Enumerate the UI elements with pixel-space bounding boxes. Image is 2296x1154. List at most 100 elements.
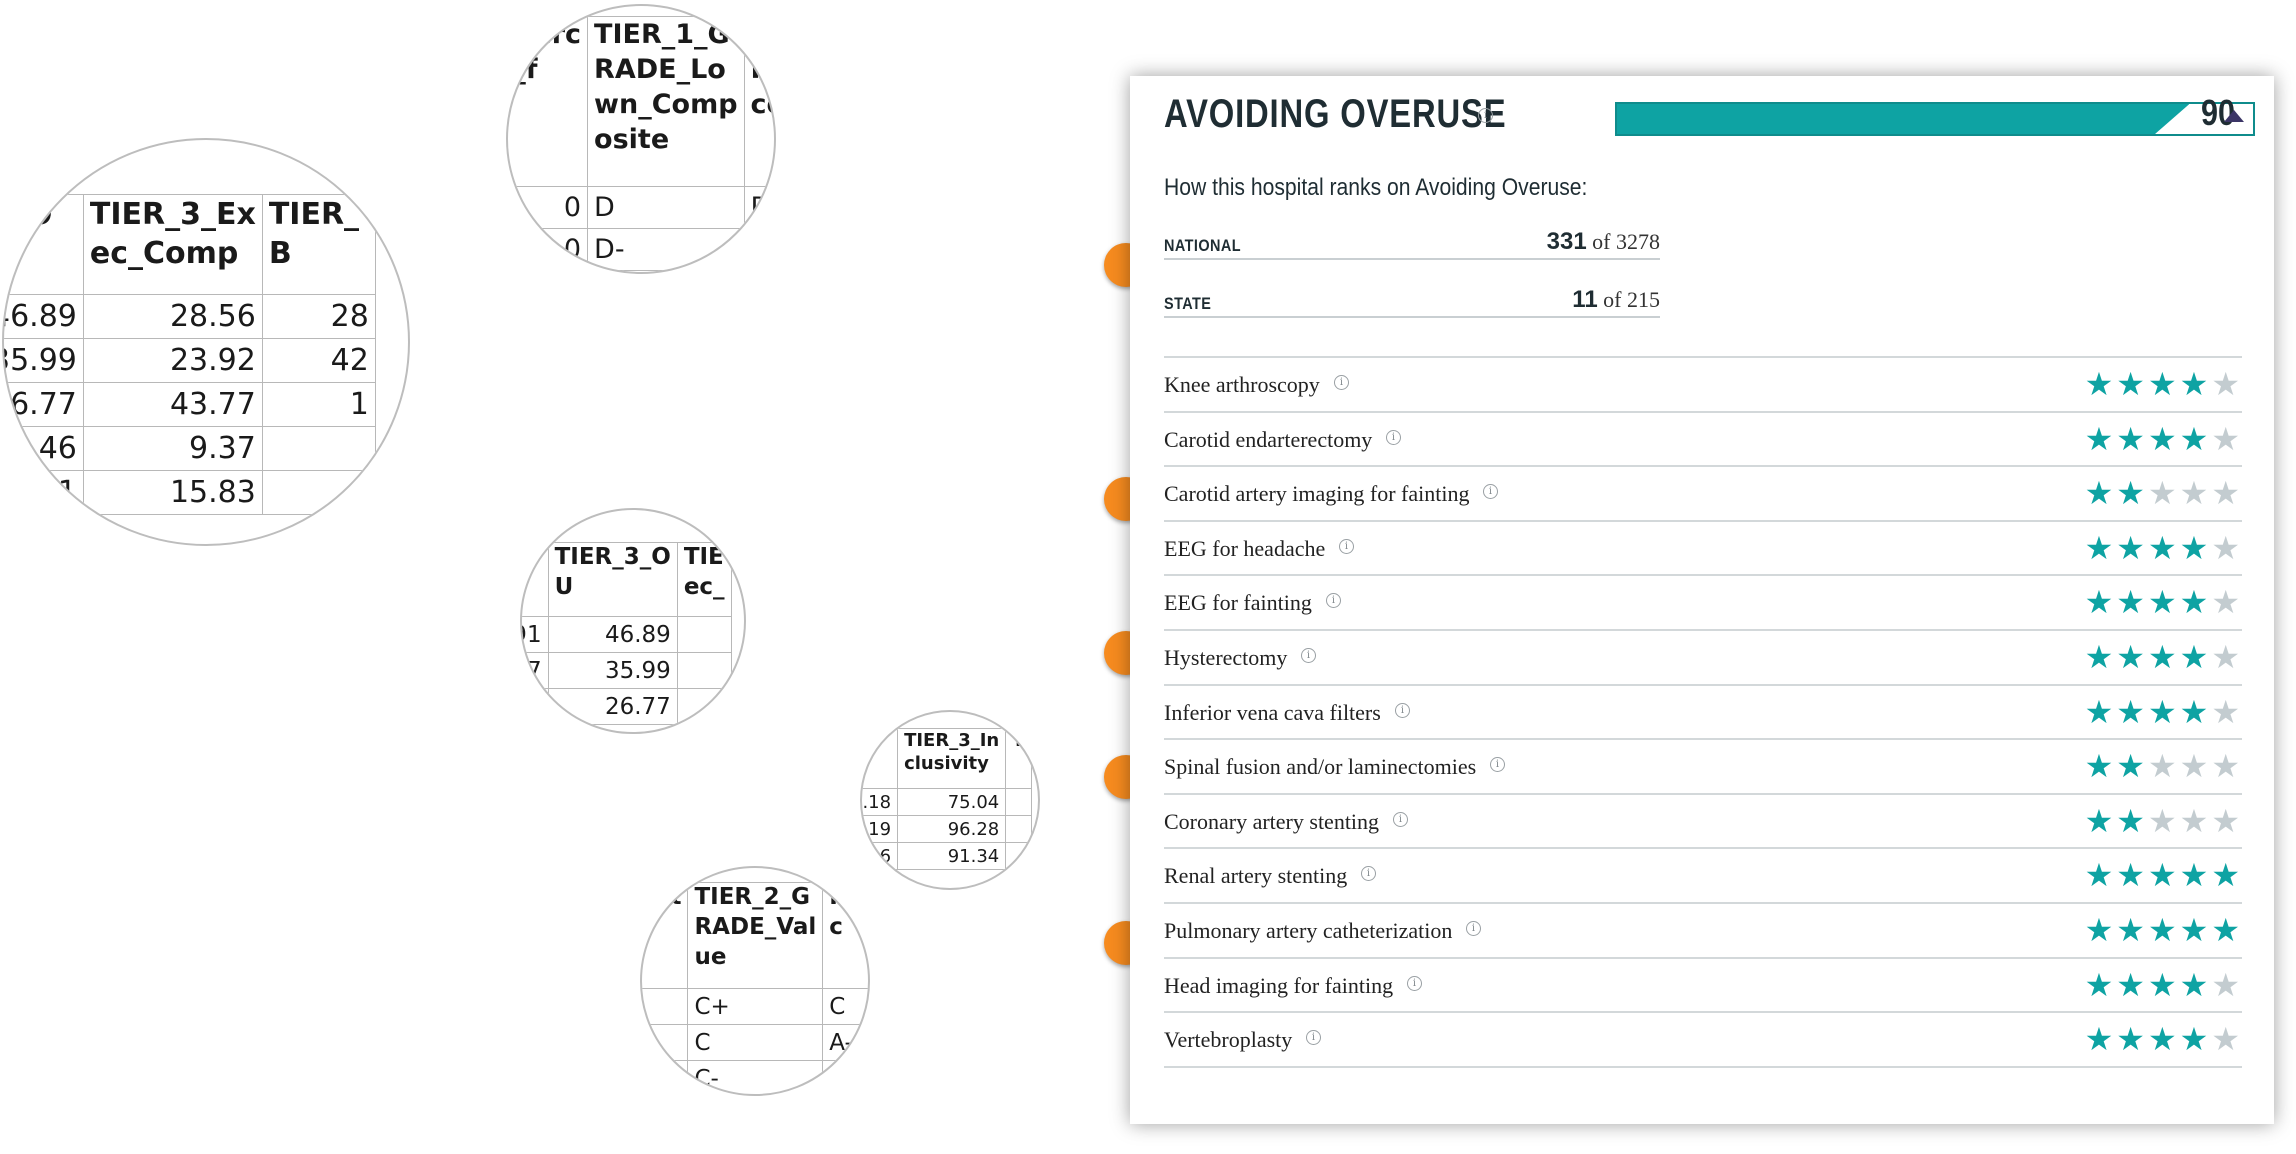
spreadsheet-snippet: _chrc l_f TIER_1_G RADE_Lo wn_Comp osite… bbox=[508, 16, 774, 271]
table-cell: D bbox=[587, 186, 745, 229]
measure-name: EEG for fainting bbox=[1164, 590, 1312, 616]
measure-name: Coronary artery stenting bbox=[1164, 808, 1380, 834]
national-rank-value: 331 of 3278 bbox=[1546, 228, 1660, 255]
table-row: C- bbox=[642, 1060, 868, 1094]
table-cell: 75.04 bbox=[897, 788, 1007, 816]
info-icon[interactable]: i bbox=[1490, 757, 1505, 773]
magnifier-spreadsheet-4: _C TIER_3_In clusivity T 8.1875.04.1996.… bbox=[860, 710, 1040, 890]
info-icon[interactable]: i bbox=[1306, 1030, 1321, 1046]
table-cell: C+ bbox=[687, 988, 824, 1025]
column-header: TIER_2_G RADE_Val ue bbox=[687, 882, 824, 989]
star-filled-icon: ★ bbox=[2084, 965, 2114, 1004]
star-rating: ★★★★★ bbox=[2082, 750, 2240, 782]
table-cell: 42 bbox=[261, 338, 376, 383]
star-rating: ★★★★★ bbox=[2082, 859, 2240, 891]
column-header: Dut bbox=[642, 882, 689, 989]
star-filled-icon: ★ bbox=[2116, 365, 2145, 403]
star-filled-icon: ★ bbox=[2116, 583, 2145, 622]
info-icon[interactable]: i bbox=[1301, 647, 1316, 663]
info-icon[interactable]: i bbox=[1407, 975, 1422, 991]
star-empty-icon: ★ bbox=[2179, 801, 2209, 840]
spreadsheet-snippet: _C TIER_3_In clusivity T 8.1875.04.1996.… bbox=[862, 728, 1032, 870]
national-label: NATIONAL bbox=[1164, 236, 1241, 255]
column-header: TIE ec_ bbox=[676, 542, 732, 617]
info-icon[interactable]: i bbox=[1483, 484, 1498, 500]
info-icon[interactable]: i bbox=[1393, 811, 1408, 827]
star-filled-icon: ★ bbox=[2211, 910, 2240, 949]
star-filled-icon: ★ bbox=[2116, 637, 2145, 676]
star-filled-icon: ★ bbox=[2116, 692, 2145, 731]
column-header: TIER_ B bbox=[261, 194, 376, 295]
star-filled-icon: ★ bbox=[2116, 747, 2145, 786]
star-empty-icon: ★ bbox=[2211, 474, 2240, 513]
ranking-subheading: How this hospital ranks on Avoiding Over… bbox=[1164, 174, 1588, 201]
table-row: C+C bbox=[642, 988, 868, 1025]
star-filled-icon: ★ bbox=[2084, 583, 2114, 622]
star-filled-icon: ★ bbox=[2084, 637, 2114, 676]
table-cell: 46.89 bbox=[547, 616, 678, 653]
table-row: .9146.89 bbox=[522, 616, 732, 653]
info-icon[interactable]: i bbox=[1386, 429, 1401, 445]
star-filled-icon: ★ bbox=[2084, 1020, 2114, 1059]
measure-row: Coronary artery stenting i ★★★★★ bbox=[1164, 795, 2242, 850]
star-filled-icon: ★ bbox=[2179, 856, 2209, 895]
star-filled-icon: ★ bbox=[2179, 419, 2209, 458]
table-cell bbox=[822, 1060, 868, 1094]
star-rating: ★★★★★ bbox=[2082, 805, 2240, 837]
table-cell: 35.99 bbox=[547, 652, 678, 689]
measure-name: Carotid endarterectomy bbox=[1164, 426, 1373, 452]
star-filled-icon: ★ bbox=[2084, 365, 2114, 403]
star-filled-icon: ★ bbox=[2116, 910, 2145, 949]
star-filled-icon: ★ bbox=[2084, 528, 2114, 567]
star-filled-icon: ★ bbox=[2116, 801, 2145, 840]
table-cell bbox=[261, 426, 376, 471]
column-header: _C bbox=[862, 728, 899, 789]
column-header: TIER_1_G RADE_Lo wn_Comp osite bbox=[587, 16, 745, 187]
info-icon[interactable]: i bbox=[1478, 108, 1493, 123]
state-label: STATE bbox=[1164, 294, 1212, 313]
star-rating: ★★★★★ bbox=[2082, 969, 2240, 1001]
table-cell: 23.92 bbox=[82, 338, 263, 383]
table-cell: C bbox=[822, 988, 868, 1025]
info-icon[interactable]: i bbox=[1466, 920, 1481, 936]
measure-name: Knee arthroscopy bbox=[1164, 372, 1320, 397]
table-cell: D bbox=[743, 186, 774, 229]
star-empty-icon: ★ bbox=[2147, 474, 2177, 513]
star-filled-icon: ★ bbox=[2147, 419, 2177, 458]
table-cell: 96.28 bbox=[897, 815, 1007, 843]
info-icon[interactable]: i bbox=[1326, 593, 1341, 609]
score-value: 90 bbox=[2200, 92, 2236, 133]
star-filled-icon: ★ bbox=[2116, 856, 2145, 895]
star-empty-icon: ★ bbox=[2211, 801, 2240, 840]
star-filled-icon: ★ bbox=[2084, 910, 2114, 949]
star-rating: ★★★★★ bbox=[2082, 368, 2240, 400]
table-cell: C- bbox=[687, 1060, 824, 1094]
table-cell: 15.83 bbox=[82, 470, 263, 515]
collapse-caret-icon[interactable] bbox=[2224, 110, 2244, 122]
table-cell bbox=[642, 1060, 689, 1094]
spreadsheet-snippet: Dut TIER_2_G RADE_Val ue RA c C+CCA-C- bbox=[642, 882, 868, 1094]
info-icon[interactable]: i bbox=[1361, 866, 1376, 882]
info-icon[interactable]: i bbox=[1395, 702, 1410, 718]
info-icon[interactable]: i bbox=[1334, 375, 1349, 390]
star-filled-icon: ★ bbox=[2116, 474, 2145, 513]
star-filled-icon: ★ bbox=[2147, 965, 2177, 1004]
star-filled-icon: ★ bbox=[2084, 747, 2114, 786]
star-filled-icon: ★ bbox=[2084, 474, 2114, 513]
info-icon[interactable]: i bbox=[1339, 538, 1354, 554]
table-cell: C bbox=[687, 1024, 824, 1061]
column-header: TIER_3_Ex ec_Comp bbox=[82, 194, 263, 295]
table-cell bbox=[642, 1024, 689, 1061]
table-cell: 91.34 bbox=[897, 842, 1007, 870]
